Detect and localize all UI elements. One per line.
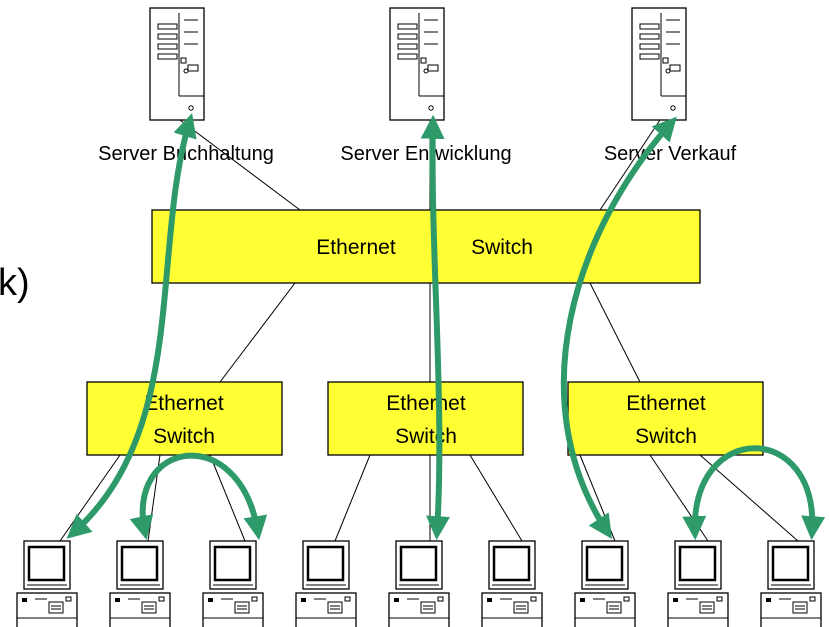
desktop-computer-icon (480, 539, 544, 627)
access-lines (59, 454, 799, 542)
servers: Server Buchhaltung Server Entwicklung Se… (98, 7, 737, 165)
desktop-computer-icon (108, 539, 172, 627)
edge-switch-line1: Ethernet (144, 392, 224, 415)
core-switch: Ethernet Switch (151, 209, 701, 284)
edge-switch-line2: Switch (635, 425, 697, 448)
arrow-pc7-to-server-verkauf (560, 116, 677, 540)
desktop-computer-icon (294, 539, 358, 627)
clipped-text: k) (0, 262, 30, 304)
server-tower-icon (631, 7, 687, 121)
desktop-computer-icon (573, 539, 637, 627)
edge-switches: Ethernet Switch Ethernet Switch Ethernet… (86, 381, 764, 456)
server-label: Server Verkauf (604, 143, 737, 165)
arrow-pc5-to-server-entwicklung (420, 114, 450, 541)
arrow-pc1-to-server-buchhaltung (66, 113, 197, 539)
workstations (15, 539, 823, 627)
desktop-computer-icon (666, 539, 730, 627)
desktop-computer-icon (759, 539, 823, 627)
server-tower-icon (389, 7, 445, 121)
server-tower-icon (149, 7, 205, 121)
server-label: Server Entwicklung (340, 143, 511, 165)
arrow-local-right (682, 445, 826, 541)
traffic-arrows (66, 113, 826, 541)
edge-switch-line1: Ethernet (386, 392, 466, 415)
edge-switch-line2: Switch (153, 425, 215, 448)
edge-switch-line2: Switch (395, 425, 457, 448)
edge-switch-line1: Ethernet (626, 392, 706, 415)
core-switch-word2: Switch (471, 236, 533, 259)
desktop-computer-icon (201, 539, 265, 627)
desktop-computer-icon (15, 539, 79, 627)
desktop-computer-icon (387, 539, 451, 627)
core-switch-word1: Ethernet (316, 236, 396, 259)
arrow-local-left (129, 452, 268, 541)
